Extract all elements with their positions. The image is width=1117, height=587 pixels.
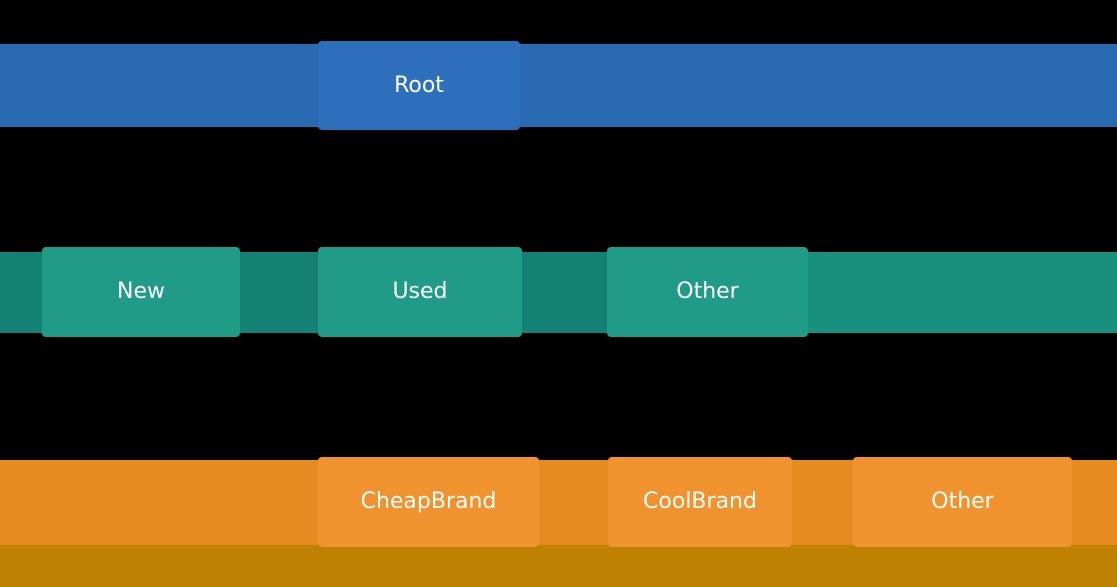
tree-node-root-label: Root — [394, 72, 444, 98]
tree-node-used-label: Used — [392, 279, 448, 304]
root-level-bar — [0, 44, 1117, 127]
tree-node-other-level1[interactable]: Other — [607, 247, 808, 337]
tree-node-coolbrand[interactable]: CoolBrand — [608, 457, 792, 547]
tree-node-coolbrand-label: CoolBrand — [643, 489, 757, 514]
level1-bar-seam-mid1 — [240, 252, 318, 333]
tree-node-root[interactable]: Root — [318, 41, 520, 130]
tree-node-other-level2[interactable]: Other — [853, 457, 1072, 547]
tree-node-used[interactable]: Used — [318, 247, 522, 337]
level1-bar-seam-mid2 — [522, 252, 607, 333]
tree-node-cheapbrand-label: CheapBrand — [360, 489, 497, 514]
tree-node-new-label: New — [117, 279, 165, 304]
tree-node-cheapbrand[interactable]: CheapBrand — [318, 457, 539, 547]
tree-node-other-level2-label: Other — [931, 489, 994, 514]
clipped-bottom-level-bar — [0, 545, 1117, 587]
level1-bar-seam-left — [0, 252, 42, 333]
tree-node-other-level1-label: Other — [676, 279, 739, 304]
tree-node-new[interactable]: New — [42, 247, 240, 337]
